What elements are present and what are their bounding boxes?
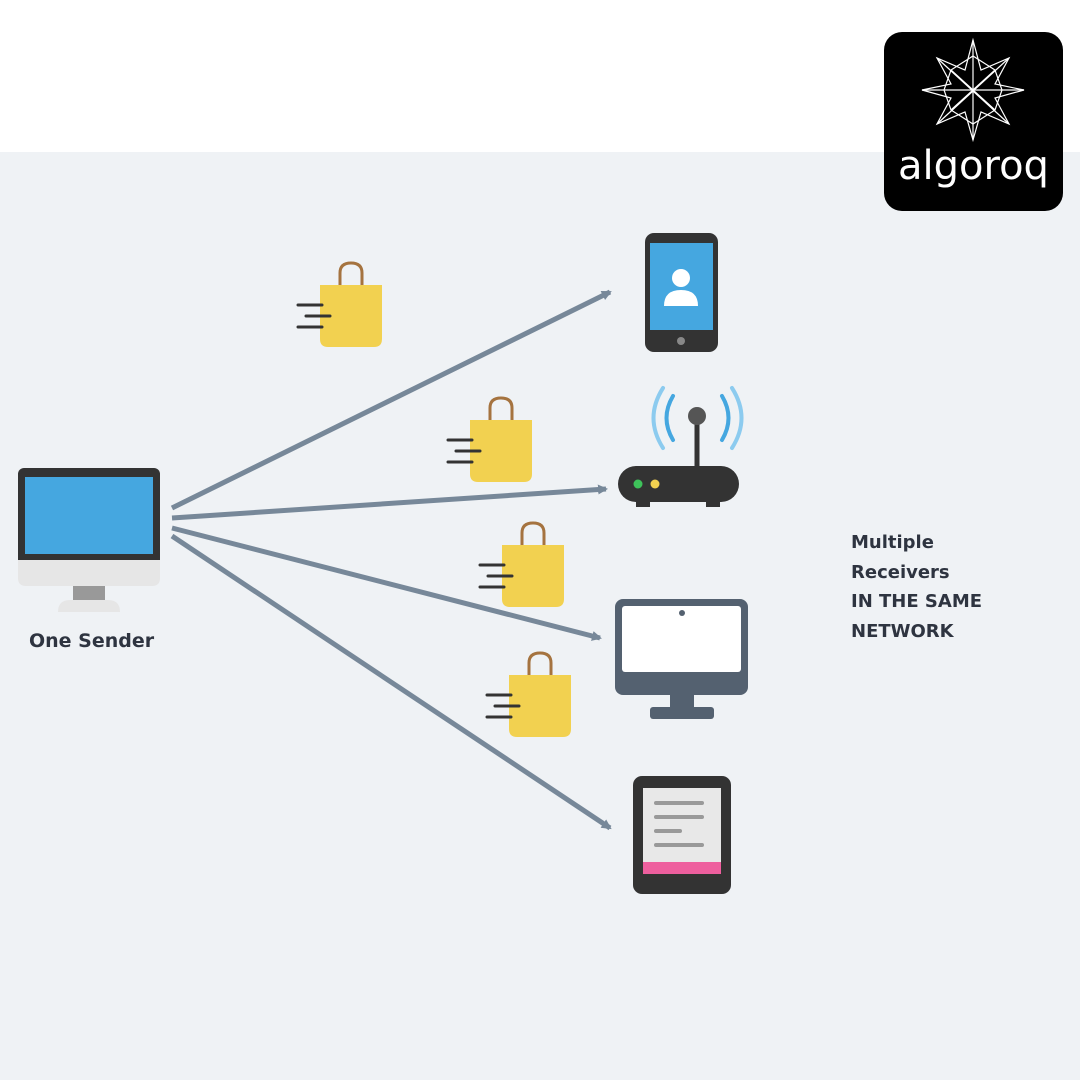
receivers-label-line: IN THE SAME <box>851 591 983 612</box>
desktop-monitor-icon <box>18 468 160 612</box>
receivers-label: Multiple Receivers IN THE SAME NETWORK <box>851 528 982 646</box>
logo-wordmark: algoroq <box>898 143 1049 189</box>
receivers-label-line: NETWORK <box>851 620 954 642</box>
shopping-bag-icon <box>446 396 534 484</box>
ebook-reader-icon <box>633 776 731 894</box>
shopping-bag-icon <box>478 521 566 609</box>
shopping-bag-icon <box>296 261 384 349</box>
desktop-monitor-icon <box>615 599 748 719</box>
star-polyhedron-icon <box>921 37 1025 143</box>
sender-label: One Sender <box>29 630 155 652</box>
algoroq-logo: algoroq <box>884 32 1063 211</box>
diagram-background <box>0 152 1080 1080</box>
shopping-bag-icon <box>485 651 573 739</box>
arrow-to-monitor <box>171 525 602 641</box>
smartphone-icon <box>645 233 718 352</box>
arrow-to-smartphone <box>170 289 612 511</box>
arrow-to-ereader <box>170 533 612 831</box>
arrow-to-router <box>171 484 608 521</box>
receivers-label-line: Receivers <box>851 561 950 583</box>
receivers-label-line: Multiple <box>851 532 934 553</box>
wifi-router-icon <box>618 386 744 507</box>
